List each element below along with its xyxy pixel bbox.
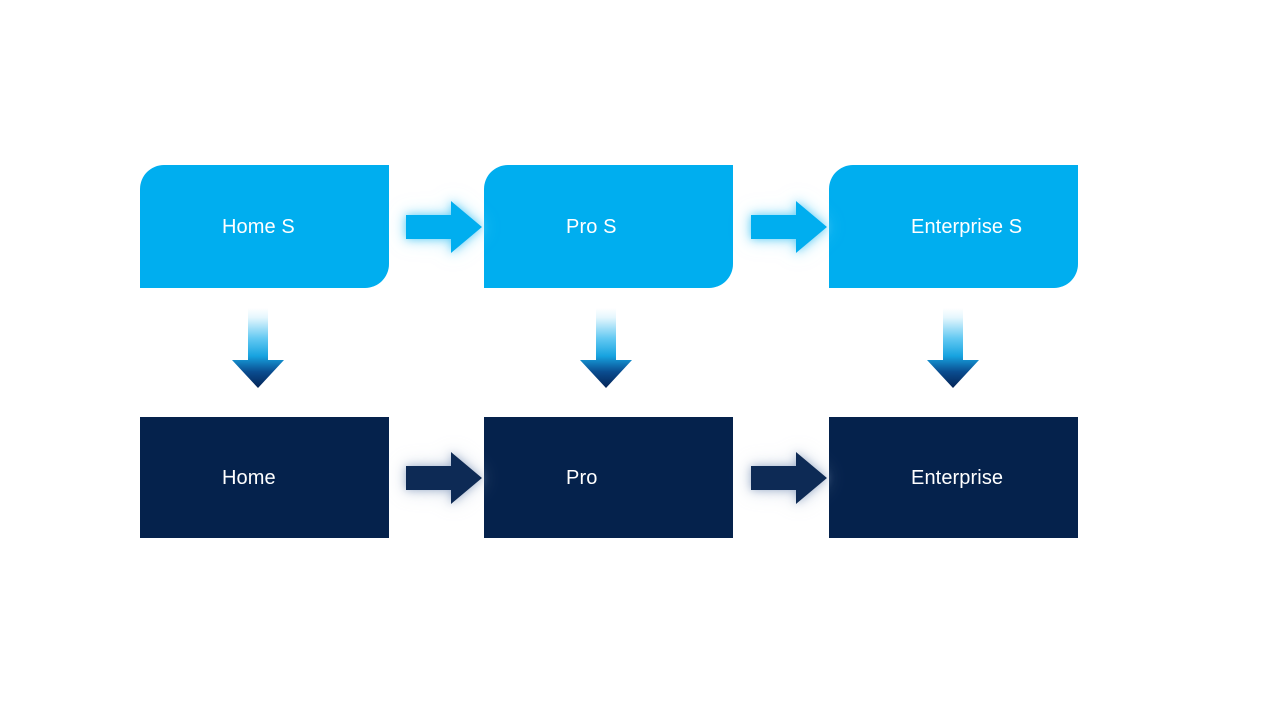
node-enterprise-label: Enterprise (911, 466, 1004, 489)
node-home-label: Home (222, 466, 276, 489)
node-enterprise-s[interactable]: Enterprise S (829, 165, 1078, 288)
bottom-arrow-1 (404, 449, 484, 507)
arrow-right-icon (406, 452, 482, 504)
node-home[interactable]: Home (140, 417, 389, 538)
top-arrow-2 (749, 198, 829, 256)
arrow-right-icon (751, 201, 827, 253)
down-arrow-2 (578, 308, 634, 390)
node-enterprise-s-label: Enterprise S (911, 215, 1023, 238)
arrow-down-icon (927, 308, 979, 388)
bottom-arrow-2 (749, 449, 829, 507)
arrow-down-icon (580, 308, 632, 388)
node-home-s[interactable]: Home S (140, 165, 389, 288)
arrow-right-icon (406, 201, 482, 253)
node-pro-s-label: Pro S (566, 215, 617, 238)
node-pro-label: Pro (566, 466, 598, 489)
node-pro-s[interactable]: Pro S (484, 165, 733, 288)
node-enterprise[interactable]: Enterprise (829, 417, 1078, 538)
node-home-s-label: Home S (222, 215, 295, 238)
node-pro[interactable]: Pro (484, 417, 733, 538)
arrow-down-icon (232, 308, 284, 388)
down-arrow-1 (230, 308, 286, 390)
down-arrow-3 (925, 308, 981, 390)
arrow-right-icon (751, 452, 827, 504)
top-arrow-1 (404, 198, 484, 256)
